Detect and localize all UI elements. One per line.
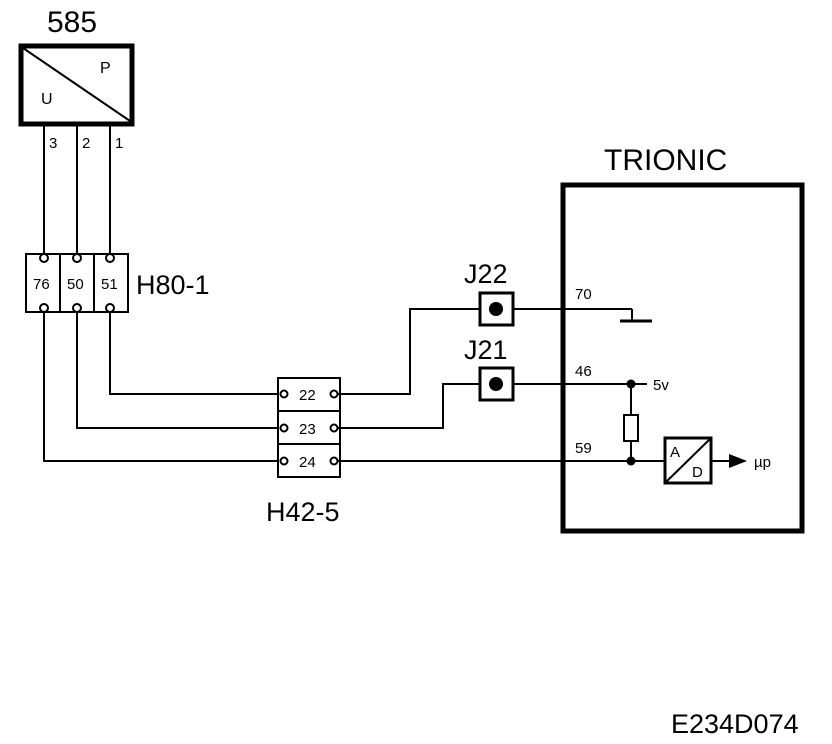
wire-50-to-23 (76, 312, 284, 429)
j21-dot (489, 377, 503, 391)
sensor-body (18, 43, 135, 127)
sensor-pin-3: 3 (49, 135, 57, 152)
wire-51-to-22 (109, 312, 284, 395)
ecu-pin-59: 59 (575, 440, 592, 457)
adc-diagonal (665, 438, 711, 483)
ecu-pin-70: 70 (575, 286, 592, 303)
j22-name: J22 (464, 259, 508, 289)
h80-terminal-51: 51 (101, 276, 118, 293)
sensor-letter-u: U (41, 91, 53, 108)
sensor-diagonal (22, 47, 131, 122)
node-59 (626, 456, 636, 466)
h42-name: H42-5 (266, 497, 340, 527)
sensor-pin-2: 2 (82, 135, 90, 152)
sensor-id: 585 (47, 6, 97, 39)
resistor-icon (623, 414, 639, 442)
j22-dot (489, 302, 503, 316)
wire-22-to-j22 (338, 308, 480, 395)
output-arrow-icon (729, 454, 747, 468)
ecu-name: TRIONIC (604, 144, 727, 177)
supply-label: 5v (653, 377, 669, 394)
h80-terminal-50: 50 (67, 276, 84, 293)
ecu-box (560, 182, 805, 534)
adc-label-a: A (670, 444, 680, 461)
output-label: µp (754, 454, 771, 471)
wire-23-to-j21 (338, 383, 480, 429)
connector-h80 (25, 253, 129, 313)
sensor-letter-p: P (100, 60, 111, 77)
j21-name: J21 (464, 335, 508, 365)
h42-terminal-24: 24 (299, 454, 316, 471)
sensor-pin-1: 1 (115, 135, 123, 152)
wire-76-to-24 (43, 312, 284, 462)
ecu-pin-46: 46 (575, 363, 592, 380)
figure-code: E234D074 (671, 709, 799, 739)
h80-name: H80-1 (136, 270, 210, 300)
h42-terminal-22: 22 (299, 387, 316, 404)
h42-terminal-23: 23 (299, 421, 316, 438)
h80-terminal-76: 76 (33, 276, 50, 293)
adc-label-d: D (692, 464, 703, 481)
